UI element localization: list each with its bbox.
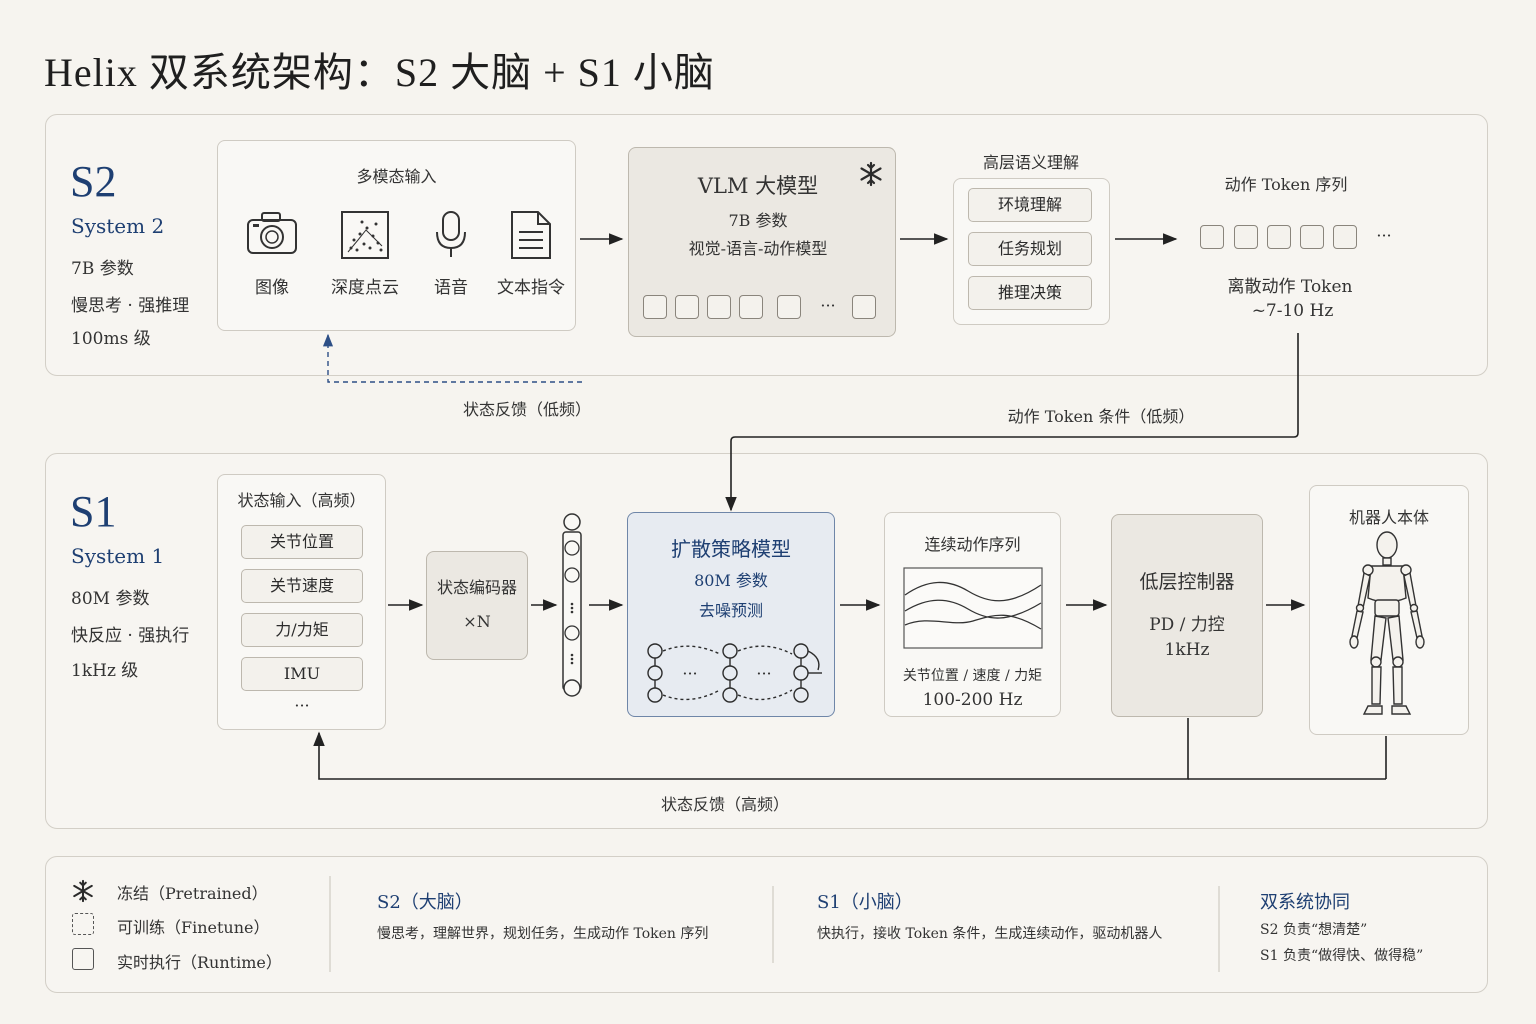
legend-trainable-label: 可训练（Finetune）	[117, 918, 270, 937]
vlm-description: 视觉-语言-动作模型	[688, 239, 828, 258]
discrete-token-label: 离散动作 Token	[1227, 277, 1353, 297]
feedback-low-label: 状态反馈（低频）	[462, 400, 591, 419]
input-label-image: 图像	[255, 278, 289, 298]
s1-label: S1	[70, 487, 117, 536]
controller-description: PD / 力控	[1149, 615, 1225, 635]
controller-rate: 1kHz	[1164, 640, 1210, 660]
token-ellipsis: ···	[1376, 226, 1392, 245]
multimodal-input-title: 多模态输入	[356, 167, 437, 186]
action-token	[1300, 225, 1324, 249]
vlm-params: 7B 参数	[728, 211, 788, 230]
s2-description: 慢思考 · 强推理	[71, 296, 190, 316]
s1-latency: 1kHz 级	[71, 661, 139, 681]
input-label-voice: 语音	[434, 278, 468, 298]
embedding-column	[560, 512, 586, 698]
vlm-token-slot	[643, 295, 667, 319]
s1-description: 快反应 · 强执行	[71, 626, 190, 646]
legend-dual-line-2: S1 负责“做得快、做得稳”	[1260, 948, 1424, 964]
snowflake-icon	[71, 879, 95, 903]
legend-s2-text: 慢思考，理解世界，规划任务，生成动作 Token 序列	[377, 926, 709, 942]
token-condition-label: 动作 Token 条件（低频）	[1007, 407, 1195, 426]
controller-title: 低层控制器	[1139, 571, 1235, 593]
state-item-imu: IMU	[241, 657, 363, 691]
robot-body-title: 机器人本体	[1348, 508, 1429, 527]
denoising-chain-graphic	[640, 640, 830, 706]
diffusion-ellipsis-1: ···	[682, 664, 698, 683]
action-token	[1267, 225, 1291, 249]
token-rate: ~7-10 Hz	[1251, 301, 1334, 321]
document-icon	[510, 210, 552, 260]
vlm-token-slot	[739, 295, 763, 319]
semantic-item-environment: 环境理解	[968, 188, 1092, 222]
s1-system-name: System 1	[71, 544, 165, 568]
page-title: Helix 双系统架构：S2 大脑 + S1 小脑	[44, 50, 715, 95]
feedback-high-label: 状态反馈（高频）	[660, 795, 789, 814]
token-sequence-title: 动作 Token 序列	[1224, 175, 1348, 194]
vlm-token-slot	[852, 295, 876, 319]
state-item-joint-position: 关节位置	[241, 525, 363, 559]
state-encoder-box	[426, 551, 528, 660]
semantic-item-planning: 任务规划	[968, 232, 1092, 266]
continuous-action-description: 关节位置 / 速度 / 力矩	[902, 668, 1043, 684]
input-label-point-cloud: 深度点云	[331, 278, 399, 298]
continuous-action-rate: 100-200 Hz	[922, 690, 1023, 710]
legend-runtime-label: 实时执行（Runtime）	[117, 953, 282, 972]
legend-s2-heading: S2（大脑）	[377, 892, 473, 913]
vlm-ellipsis: ···	[820, 296, 836, 315]
low-level-controller-box	[1111, 514, 1263, 717]
legend-frozen-label: 冻结（Pretrained）	[117, 884, 268, 903]
point-cloud-icon	[340, 210, 390, 260]
diffusion-title: 扩散策略模型	[671, 537, 791, 561]
solid-square-icon	[72, 948, 94, 970]
state-item-force-torque: 力/力矩	[241, 613, 363, 647]
state-encoder-title: 状态编码器	[436, 578, 517, 597]
state-encoder-n: ×N	[463, 612, 491, 631]
legend-panel	[45, 856, 1488, 993]
diffusion-params: 80M 参数	[694, 571, 768, 590]
s1-params: 80M 参数	[71, 589, 150, 609]
state-input-title: 状态输入（高频）	[237, 491, 366, 510]
action-token	[1234, 225, 1258, 249]
state-ellipsis: ···	[294, 696, 310, 715]
diffusion-ellipsis-2: ···	[756, 664, 772, 683]
legend-dual-heading: 双系统协同	[1260, 892, 1350, 913]
state-item-joint-velocity: 关节速度	[241, 569, 363, 603]
vlm-title: VLM 大模型	[697, 174, 819, 198]
semantic-item-reasoning: 推理决策	[968, 276, 1092, 310]
legend-s1-text: 快执行，接收 Token 条件，生成连续动作，驱动机器人	[817, 926, 1163, 942]
vlm-token-slot	[675, 295, 699, 319]
humanoid-robot-icon	[1346, 528, 1428, 720]
dashed-square-icon	[72, 913, 94, 935]
action-waveform-graphic	[903, 567, 1043, 649]
snowflake-icon	[858, 161, 884, 187]
continuous-action-title: 连续动作序列	[924, 535, 1021, 554]
microphone-icon	[434, 210, 468, 260]
legend-dual-line-1: S2 负责“想清楚”	[1260, 922, 1368, 938]
vlm-token-slot	[777, 295, 801, 319]
action-token	[1200, 225, 1224, 249]
s2-label: S2	[70, 157, 117, 206]
s2-latency: 100ms 级	[71, 329, 151, 349]
diffusion-description: 去噪预测	[698, 601, 763, 620]
s2-params: 7B 参数	[71, 259, 134, 279]
action-token	[1333, 225, 1357, 249]
s2-system-name: System 2	[71, 214, 165, 238]
input-label-text: 文本指令	[497, 278, 565, 298]
multimodal-input-box	[217, 140, 576, 331]
camera-icon	[246, 210, 298, 256]
semantic-title: 高层语义理解	[982, 153, 1079, 172]
vlm-token-slot	[707, 295, 731, 319]
legend-s1-heading: S1（小脑）	[817, 892, 913, 913]
